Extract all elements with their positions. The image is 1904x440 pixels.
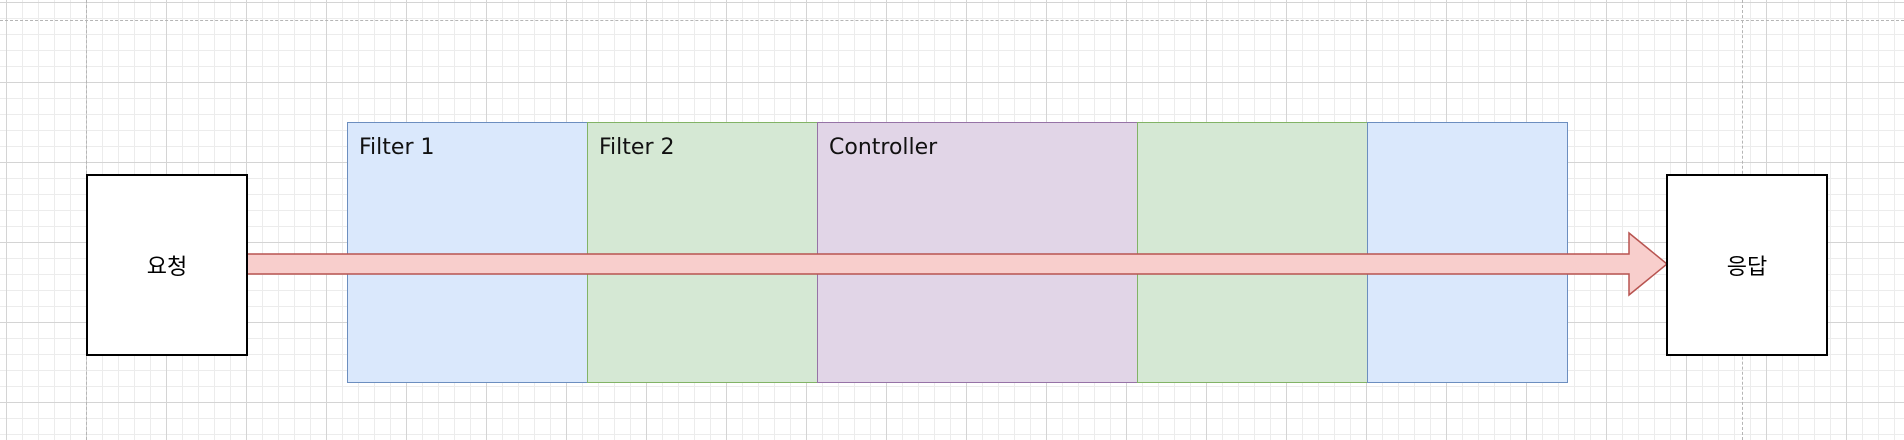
controller-section[interactable]: Controller [817,122,1138,383]
filter-1-label: Filter 1 [359,135,435,160]
filter-1-section[interactable]: Filter 1 [347,122,588,383]
controller-label: Controller [829,135,938,160]
response-box[interactable]: 응답 [1666,174,1828,356]
filter-2-section[interactable]: Filter 2 [587,122,818,383]
request-label: 요청 [146,255,188,280]
response-label: 응답 [1726,255,1768,280]
request-response-arrow[interactable] [246,231,1669,297]
filter-1-return-section[interactable] [1367,122,1568,383]
filter-2-label: Filter 2 [599,135,675,160]
page-guide-top [0,20,1904,21]
filter-2-return-section[interactable] [1137,122,1368,383]
request-box[interactable]: 요청 [86,174,248,356]
